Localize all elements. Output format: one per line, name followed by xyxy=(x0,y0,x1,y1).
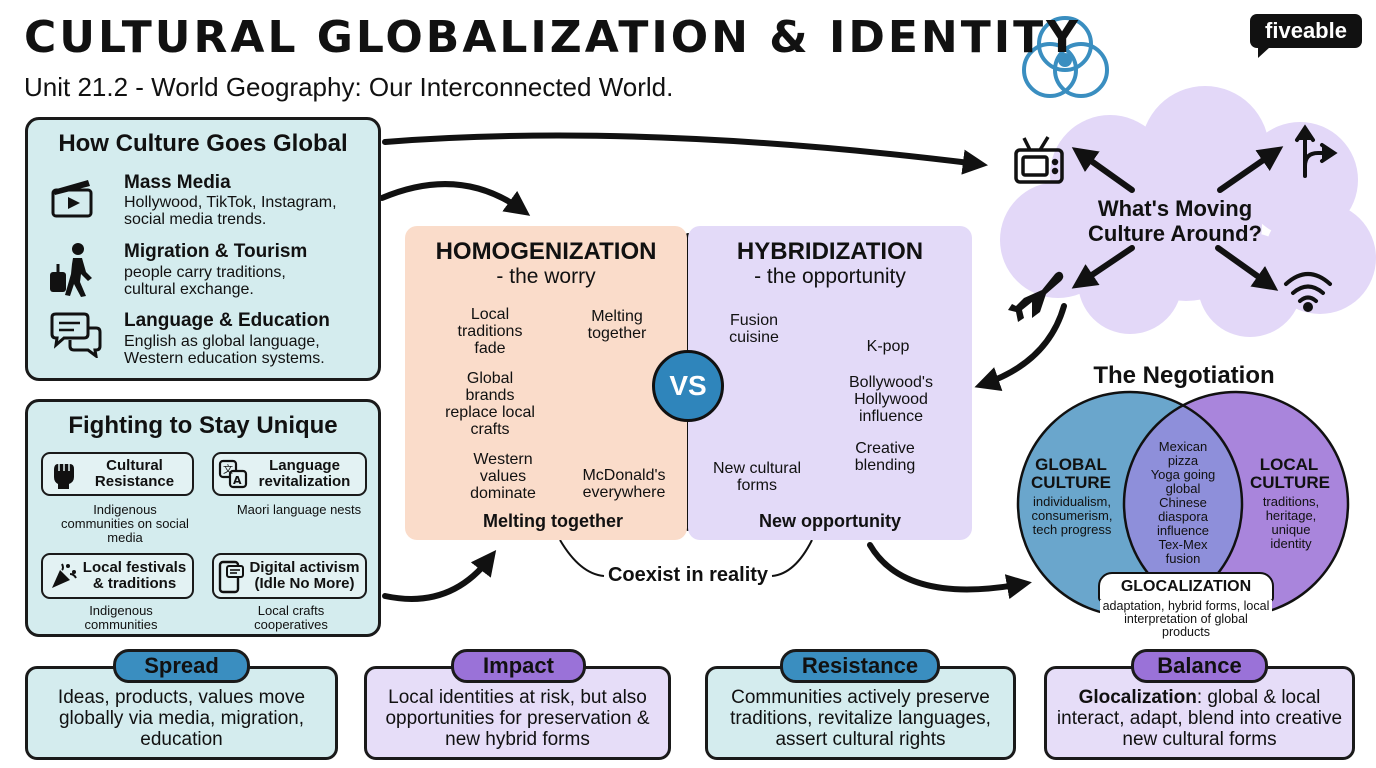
chip-sub-festivals: Indigenous communities xyxy=(84,603,158,632)
item-title-language: Language & Education xyxy=(124,310,330,331)
homogenization-panel xyxy=(405,226,687,540)
arrow-comparison-to-negotiation xyxy=(867,542,1032,600)
speech-bubbles-icon xyxy=(50,312,102,358)
brand-tail xyxy=(1258,47,1270,58)
hybridization-panel xyxy=(688,226,972,540)
arrow-to-tv xyxy=(1071,147,1135,193)
page-subtitle: Unit 21.2 - World Geography: Our Interco… xyxy=(24,72,674,102)
fighting-title: Fighting to Stay Unique xyxy=(68,412,338,439)
hybridization-footer: New opportunity xyxy=(759,511,901,531)
label-kpop: K-pop xyxy=(866,338,910,355)
homogenization-title: HOMOGENIZATION xyxy=(435,238,657,265)
tv-icon xyxy=(1014,136,1064,184)
traveler-icon xyxy=(50,243,92,297)
arrow-top-to-cloud xyxy=(382,132,989,175)
local-culture-title: LOCAL CULTURE xyxy=(1250,455,1330,492)
homogenization-footer: Melting together xyxy=(483,511,623,531)
label-fusion-cuisine: Fusion cuisine xyxy=(729,312,779,346)
how-culture-title: How Culture Goes Global xyxy=(58,130,348,157)
chip-sub-resistance: Indigenous communities on social media xyxy=(61,502,189,545)
arrow-to-homogenization xyxy=(379,181,531,216)
moving-culture-question: What's Moving Culture Around? xyxy=(1088,196,1262,246)
label-new-cultural-forms: New cultural forms xyxy=(712,460,802,494)
global-culture-title: GLOBAL CULTURE xyxy=(1031,455,1111,492)
brand-logo: fiveable xyxy=(1250,14,1362,48)
local-culture-text: traditions, heritage, unique identity xyxy=(1262,494,1320,551)
item-text-migration: people carry traditions, cultural exchan… xyxy=(124,264,286,298)
hybridization-title: HYBRIDIZATION xyxy=(736,238,924,265)
chip-sub-activism: Local crafts cooperatives xyxy=(254,603,328,632)
summary-balance-label: Balance xyxy=(1131,649,1268,683)
chip-sub-language: Maori language nests xyxy=(236,502,362,517)
arrow-to-directions xyxy=(1217,146,1284,193)
page-title: Cultural Globalization & Identity xyxy=(24,12,1081,63)
global-culture-text: individualism, consumerism, tech progres… xyxy=(1031,494,1113,537)
label-global-brands: Global brands replace local crafts xyxy=(445,370,535,438)
chip-label-resistance: Cultural Resistance xyxy=(94,457,175,490)
svg-text:A: A xyxy=(233,474,242,487)
party-popper-icon xyxy=(52,563,77,588)
summary-balance-text: Glocalization: global & local interact, … xyxy=(1055,687,1344,750)
chip-label-language: Language revitalization xyxy=(258,457,351,490)
overlap-yoga: Yoga going global xyxy=(1150,467,1216,496)
item-text-mass-media: Hollywood, TikTok, Instagram, social med… xyxy=(124,194,337,228)
coexist-label: Coexist in reality xyxy=(607,564,769,586)
summary-resistance-text: Communities actively preserve traditions… xyxy=(730,686,991,750)
arrow-fighting-to-comparison xyxy=(382,550,497,602)
chip-label-activism: Digital activism (Idle No More) xyxy=(249,559,360,592)
phone-chat-icon xyxy=(218,560,244,594)
summary-impact-label: Impact xyxy=(451,649,586,683)
glocalization-text: adaptation, hybrid forms, local interpre… xyxy=(1100,600,1272,639)
arrow-to-wifi xyxy=(1215,245,1279,291)
item-title-mass-media: Mass Media xyxy=(124,172,231,193)
item-text-language: English as global language, Western educ… xyxy=(124,333,325,367)
wifi-icon xyxy=(1284,272,1332,312)
summary-spread-text: Ideas, products, values move globally vi… xyxy=(57,686,306,750)
vs-badge: VS xyxy=(652,350,724,422)
summary-resistance-label: Resistance xyxy=(780,649,940,683)
label-western-values: Western values dominate xyxy=(470,451,536,502)
clapperboard-icon xyxy=(51,180,93,218)
arrow-to-airplane xyxy=(1071,245,1135,289)
summary-balance-rest: : global & local interact, adapt, blend … xyxy=(1056,686,1343,750)
chip-label-festivals: Local festivals & traditions xyxy=(82,559,187,592)
overlap-chinese-diaspora: Chinese diaspora influence xyxy=(1156,495,1210,538)
label-creative-blending: Creative blending xyxy=(854,440,916,474)
arrow-cloud-to-comparison xyxy=(974,303,1067,391)
how-culture-panel: How Culture Goes Global Mass Media Holly… xyxy=(25,117,381,381)
label-local-traditions: Local traditions fade xyxy=(457,306,523,357)
chip-language-revitalization: Language revitalization xyxy=(212,452,367,496)
overlap-mexican-pizza: Mexican pizza xyxy=(1158,439,1208,468)
summary-spread-label: Spread xyxy=(113,649,250,683)
directions-icon xyxy=(1295,124,1338,178)
summary-impact-text: Local identities at risk, but also oppor… xyxy=(385,686,650,750)
hybridization-subtitle: - the opportunity xyxy=(754,265,906,288)
summary-impact-box: Local identities at risk, but also oppor… xyxy=(364,666,671,760)
raised-fist-icon xyxy=(54,464,74,489)
airplane-icon xyxy=(1008,271,1064,322)
overlap-tex-mex: Tex-Mex fusion xyxy=(1158,537,1208,566)
negotiation-title: The Negotiation xyxy=(1093,362,1275,389)
translate-icon: 文 A xyxy=(218,459,248,489)
overlap-examples: Mexican pizza Yoga going global Chinese … xyxy=(1144,440,1222,566)
chip-local-festivals: Local festivals & traditions xyxy=(41,553,194,599)
glocalization-title: GLOCALIZATION xyxy=(1120,578,1252,595)
homogenization-subtitle: - the worry xyxy=(496,265,596,288)
label-bollywood: Bollywood's Hollywood influence xyxy=(849,374,933,425)
summary-balance-bold: Glocalization xyxy=(1078,686,1197,708)
svg-text:文: 文 xyxy=(223,463,233,476)
item-title-migration: Migration & Tourism xyxy=(124,241,308,262)
fighting-panel: Fighting to Stay Unique Cultural Resista… xyxy=(25,399,381,637)
label-mcdonalds: McDonald's everywhere xyxy=(582,467,666,501)
label-melting-together: Melting together xyxy=(587,308,647,342)
